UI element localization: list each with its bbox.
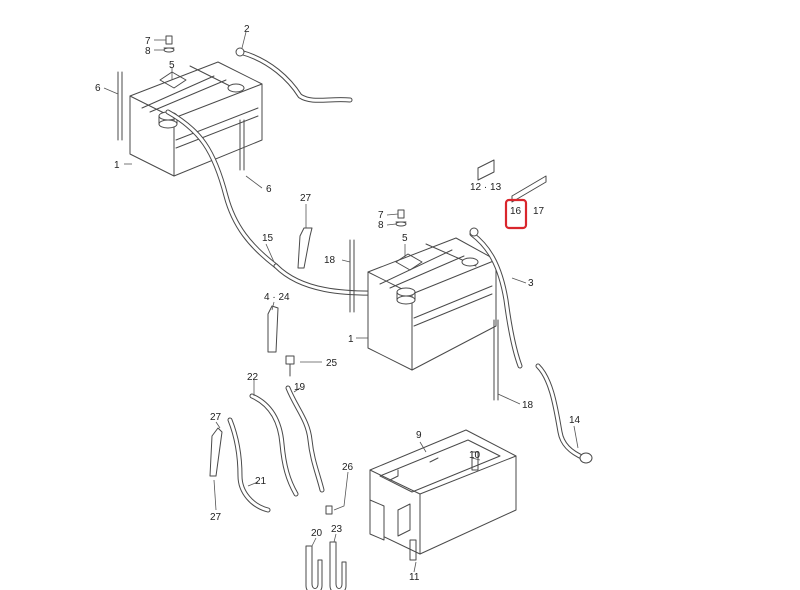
callout-1: 1 [348, 334, 354, 345]
bolt [471, 451, 479, 471]
callout-3: 3 [528, 278, 534, 289]
highlight-box-16[interactable] [504, 198, 528, 230]
bolt [409, 539, 417, 561]
callout-9: 9 [416, 430, 422, 441]
insulator-pad [477, 159, 495, 181]
hold-down-rod [349, 239, 355, 313]
callout-7: 7 [378, 210, 384, 221]
bolt [325, 505, 333, 515]
insulator-strip [511, 175, 547, 203]
cable-clamp [267, 305, 279, 353]
callout-18: 18 [324, 255, 336, 266]
cable-clamp [209, 427, 223, 477]
bolt [285, 355, 295, 377]
callout-22: 22 [247, 372, 259, 383]
battery-cable-long [165, 109, 405, 296]
hold-down-rod [239, 119, 245, 171]
callout-26: 26 [342, 462, 354, 473]
ground-cable [535, 363, 593, 464]
battery-cable [469, 227, 523, 369]
hold-down-rod [117, 71, 123, 141]
callout-25: 25 [326, 358, 338, 369]
callout-10: 10 [469, 450, 481, 461]
callout-20: 20 [311, 528, 323, 539]
cable-22 [249, 393, 299, 497]
callout-labels: 7 8 5 6 1 2 6 27 15 18 7 8 5 1 4 · 24 12… [95, 24, 581, 583]
callout-7: 7 [145, 36, 151, 47]
callout-15: 15 [262, 233, 274, 244]
callout-2: 2 [244, 24, 250, 35]
battery-center [367, 237, 497, 371]
callout-5: 5 [169, 60, 175, 71]
callout-27: 27 [210, 512, 222, 523]
hook-23 [329, 541, 347, 590]
bolt-and-washer [395, 209, 407, 227]
callout-1: 1 [114, 160, 120, 171]
callout-19: 19 [294, 382, 306, 393]
hold-down-rod [493, 319, 499, 401]
callout-16[interactable]: 16 [510, 206, 522, 217]
callout-27: 27 [210, 412, 222, 423]
callout-17: 17 [533, 206, 545, 217]
callout-23: 23 [331, 524, 343, 535]
callout-18: 18 [522, 400, 534, 411]
battery-cable [235, 47, 353, 103]
callout-6: 6 [95, 83, 101, 94]
cable-19 [285, 385, 325, 493]
callout-12-13: 12 · 13 [470, 182, 502, 193]
callout-8: 8 [145, 46, 151, 57]
leader-lines [103, 31, 579, 573]
callout-27: 27 [300, 193, 312, 204]
callout-11: 11 [409, 572, 420, 583]
callout-14: 14 [569, 415, 581, 426]
callout-21: 21 [255, 476, 267, 487]
battery-tray [369, 429, 517, 555]
battery-upper-left [129, 61, 263, 177]
bolt-and-washer [163, 35, 175, 53]
callout-5: 5 [402, 233, 408, 244]
hook-20 [305, 545, 323, 590]
cable-clamp [297, 227, 313, 269]
callout-4-24: 4 · 24 [264, 292, 290, 303]
callout-8: 8 [378, 220, 384, 231]
callout-6: 6 [266, 184, 272, 195]
cable-21 [227, 417, 271, 513]
